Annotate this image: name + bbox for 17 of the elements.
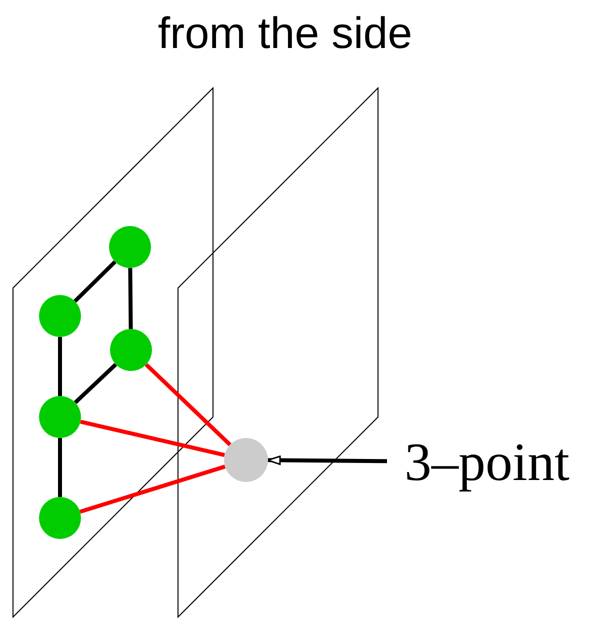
connector-line: [58, 438, 62, 497]
point-dot: [39, 497, 81, 539]
point-label: 3–point: [387, 432, 587, 492]
connector-line: [144, 363, 232, 446]
point-dot: [109, 226, 151, 268]
arrow: [267, 456, 388, 466]
connector-line: [74, 362, 118, 404]
connector-line: [74, 260, 116, 303]
point-dot: [39, 295, 81, 337]
point-dot: [110, 329, 152, 371]
title: from the side: [156, 8, 414, 60]
connector-line: [128, 268, 133, 330]
point-dot: [224, 438, 268, 482]
connector-line: [58, 337, 62, 396]
connector-line: [80, 420, 226, 457]
point-dot: [39, 396, 81, 438]
connector-line: [79, 464, 226, 514]
